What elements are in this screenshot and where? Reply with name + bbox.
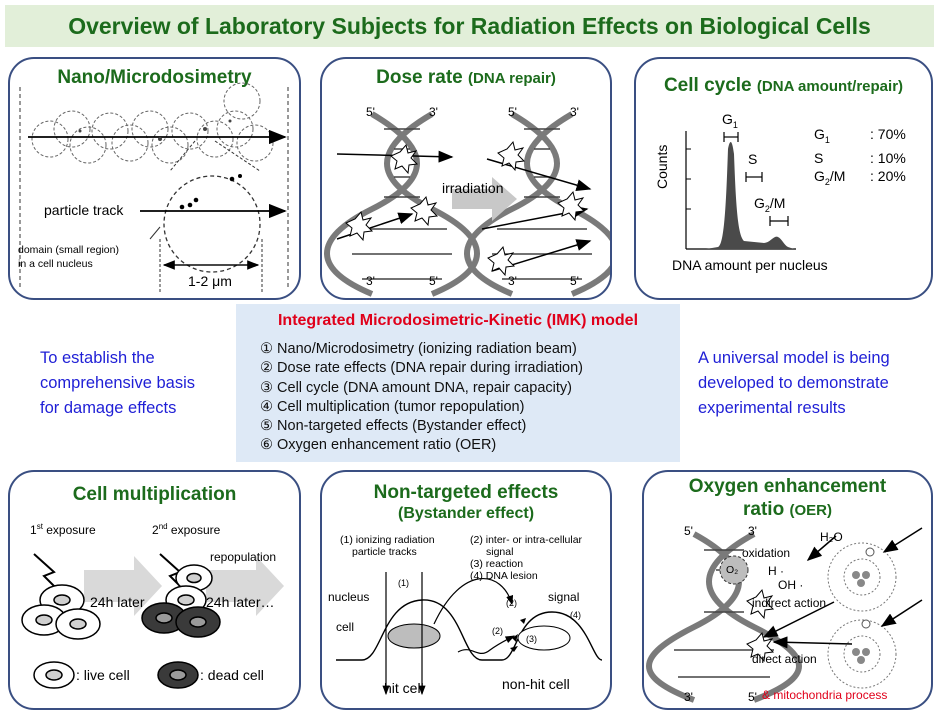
nt-legend-1a: (1) ionizing radiation xyxy=(340,534,435,546)
dose-title-main: Dose rate xyxy=(376,67,463,88)
cell-label: cell xyxy=(336,620,355,634)
s-peak-label: S xyxy=(748,151,758,167)
nt-legend-4: (4) DNA lesion xyxy=(470,570,538,582)
signal-label: signal xyxy=(548,590,580,604)
model-item: ① Nano/Microdosimetry (ionizing radiatio… xyxy=(260,341,577,357)
dose-5prime-top-left: 5' xyxy=(366,105,375,119)
oer-3prime-bottom: 3' xyxy=(684,690,693,704)
model-item: ⑤ Non-targeted effects (Bystander effect… xyxy=(260,418,527,435)
right-description: A universal model is being developed to … xyxy=(698,349,890,417)
page-title: Overview of Laboratory Subjects for Radi… xyxy=(68,12,871,39)
nt-legend-2b: signal xyxy=(486,546,514,558)
dose-3prime-bottom-left: 3' xyxy=(366,274,375,288)
direct-action-label: direct action xyxy=(752,652,817,666)
dna-amount-axis-label: DNA amount per nucleus xyxy=(672,257,828,273)
nano-title: Nano/Microdosimetry xyxy=(57,67,252,88)
imk-model-box: Integrated Microdosimetric-Kinetic (IMK)… xyxy=(236,304,680,462)
oer-diagram xyxy=(646,527,923,703)
phase-row-s: S: 10% xyxy=(814,149,906,166)
nt-marker-1: (1) xyxy=(398,578,409,588)
nt-marker-4: (4) xyxy=(570,610,581,620)
phase-row-g2m: G2/M: 20% xyxy=(814,167,906,187)
imk-model-list: ① Nano/Microdosimetry (ionizing radiatio… xyxy=(260,340,583,456)
dose-3prime-top-right: 3' xyxy=(570,105,579,119)
dose-diagram xyxy=(324,111,610,297)
dose-subtitle: (DNA repair) xyxy=(468,70,556,87)
size-label: 1-2 μm xyxy=(188,273,232,289)
g2m-peak-label: G2/M xyxy=(754,195,786,214)
second-exposure-label: 2nd exposure xyxy=(152,522,221,537)
model-item: ④ Cell multiplication (tumor repopulatio… xyxy=(260,398,525,415)
irradiation-label: irradiation xyxy=(442,180,504,196)
nt-legend-1b: particle tracks xyxy=(352,546,417,558)
oer-subtitle: (OER) xyxy=(789,502,832,519)
oer-3prime-top: 3' xyxy=(748,524,757,538)
oer-title-2: ratio (OER) xyxy=(644,499,931,521)
non-hit-cell-label: non-hit cell xyxy=(502,676,570,692)
dose-5prime-bottom-left: 5' xyxy=(429,274,438,288)
oer-title-ratio: ratio xyxy=(743,499,785,520)
oh-radical-label: OH · xyxy=(778,578,804,592)
panel-cell-multiplication: Cell multiplication 1st exposure 2nd exp… xyxy=(8,470,301,710)
panel-oer: Oxygen enhancement ratio (OER) xyxy=(642,470,933,710)
cycle-histogram xyxy=(685,131,796,250)
mult-title: Cell multiplication xyxy=(72,484,237,505)
phase-row-g1: G1: 70% xyxy=(814,126,906,145)
panel-non-targeted-effects: Non-targeted effects (Bystander effect) … xyxy=(320,470,612,710)
first-exposure-label: 1st exposure xyxy=(30,522,96,537)
nt-marker-2b: (2) xyxy=(492,626,503,636)
counts-axis-label: Counts xyxy=(654,144,670,189)
oer-5prime-bottom: 5' xyxy=(748,690,757,704)
imk-model-title: Integrated Microdosimetric-Kinetic (IMK)… xyxy=(277,312,639,329)
cycle-title: Cell cycle (DNA amount/repair) xyxy=(636,75,931,97)
panel-dose-rate: Dose rate (DNA repair) xyxy=(320,57,612,300)
dose-3prime-bottom-right: 3' xyxy=(508,274,517,288)
dose-5prime-bottom-right: 5' xyxy=(570,274,579,288)
nano-diagram xyxy=(19,82,289,294)
hit-cell-label: hit cell xyxy=(384,680,424,696)
oer-title: Oxygen enhancement xyxy=(688,476,887,497)
indirect-action-label: indirect action xyxy=(752,596,827,610)
left-description: To establish the comprehensive basis for… xyxy=(40,349,195,417)
later-label-2: 24h later… xyxy=(206,594,275,610)
dose-title: Dose rate (DNA repair) xyxy=(322,67,610,89)
panel-nano-microdosimetry: Nano/Microdosimetry particle track domai… xyxy=(8,57,301,300)
mult-diagram xyxy=(21,553,284,689)
nt-marker-2a: (2) xyxy=(506,598,517,608)
dose-3prime-top-left: 3' xyxy=(429,105,438,119)
model-item: ③ Cell cycle (DNA amount DNA, repair cap… xyxy=(260,379,572,396)
oxidation-label: oxidation xyxy=(742,546,791,560)
domain-label-2: in a cell nucleus xyxy=(18,258,93,270)
nontarget-title: Non-targeted effects xyxy=(373,482,559,503)
nontarget-diagram xyxy=(336,572,603,696)
cycle-title-main: Cell cycle xyxy=(663,75,752,96)
nt-legend-2a: (2) inter- or intra-cellular xyxy=(470,534,583,546)
panel-cell-cycle: Cell cycle (DNA amount/repair) Counts DN… xyxy=(634,57,933,300)
phase-table: G1: 70% S: 10% G2/M: 20% xyxy=(814,125,906,191)
later-label-1: 24h later xyxy=(90,594,145,610)
g1-peak-label: G1 xyxy=(722,111,738,130)
particle-track-label: particle track xyxy=(44,202,124,218)
repopulation-label: repopulation xyxy=(210,550,277,564)
cycle-subtitle: (DNA amount/repair) xyxy=(756,78,904,95)
dose-5prime-top-right: 5' xyxy=(508,105,517,119)
nt-legend-3: (3) reaction xyxy=(470,558,524,570)
domain-label: domain (small region) xyxy=(18,244,119,256)
live-cell-legend: : live cell xyxy=(76,667,130,683)
model-item: ⑥ Oxygen enhancement ratio (OER) xyxy=(260,437,497,454)
o2-label: O₂ xyxy=(726,564,739,576)
title-banner: Overview of Laboratory Subjects for Radi… xyxy=(5,5,934,47)
h2o-label: H₂O xyxy=(820,530,843,544)
nt-marker-3: (3) xyxy=(526,634,537,644)
model-item: ② Dose rate effects (DNA repair during i… xyxy=(260,360,584,377)
mitochondria-label: & mitochondria process xyxy=(762,688,888,702)
nontarget-subtitle: (Bystander effect) xyxy=(397,505,535,522)
h-radical-label: H · xyxy=(768,564,784,578)
nucleus-label: nucleus xyxy=(328,590,370,604)
dead-cell-legend: : dead cell xyxy=(200,667,264,683)
oer-5prime-top: 5' xyxy=(684,524,693,538)
